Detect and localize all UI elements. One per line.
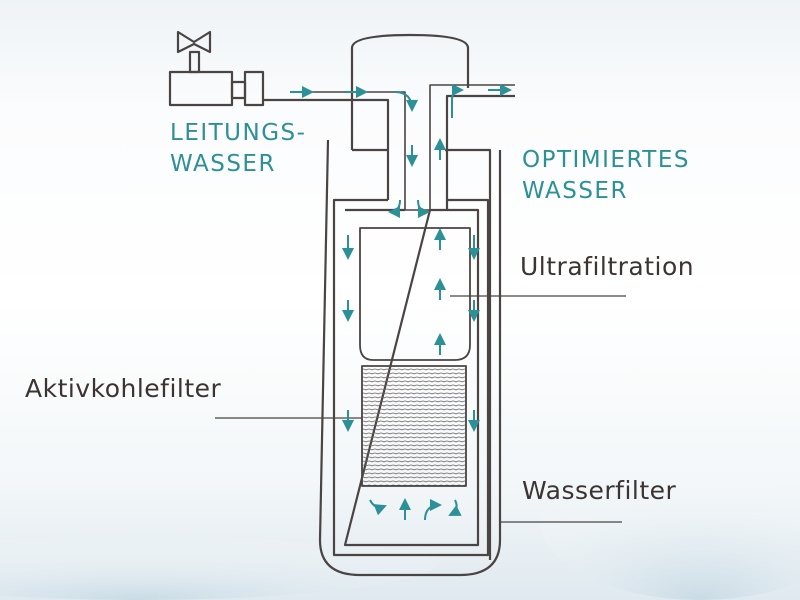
flow-arrows <box>290 84 512 521</box>
output-label-line2: WASSER <box>522 178 628 204</box>
filter-cap <box>350 33 470 150</box>
inlet-pipe <box>263 98 390 200</box>
inlet-pipe-inner <box>300 84 515 211</box>
inner-housing <box>332 198 490 557</box>
outlet-pipe <box>445 94 515 210</box>
water-splash-left <box>0 520 440 600</box>
output-label: OPTIMIERTES WASSER <box>522 145 690 207</box>
water-filter-label: Wasserfilter <box>522 476 677 505</box>
water-splash-right <box>540 440 800 600</box>
output-label-line1: OPTIMIERTES <box>522 147 690 173</box>
outer-housing <box>318 139 502 577</box>
ultrafiltration-label: Ultrafiltration <box>520 252 695 281</box>
input-label: LEITUNGS- WASSER <box>170 118 306 180</box>
tap-icon <box>168 30 265 107</box>
ultrafiltration-cylinder <box>359 227 471 361</box>
leader-lines <box>215 295 626 523</box>
input-label-line2: WASSER <box>170 151 276 177</box>
activated-carbon-block <box>361 365 467 487</box>
input-label-line1: LEITUNGS- <box>170 120 307 146</box>
activated-carbon-label: Aktivkohlefilter <box>25 374 222 403</box>
housing-right <box>445 148 492 560</box>
